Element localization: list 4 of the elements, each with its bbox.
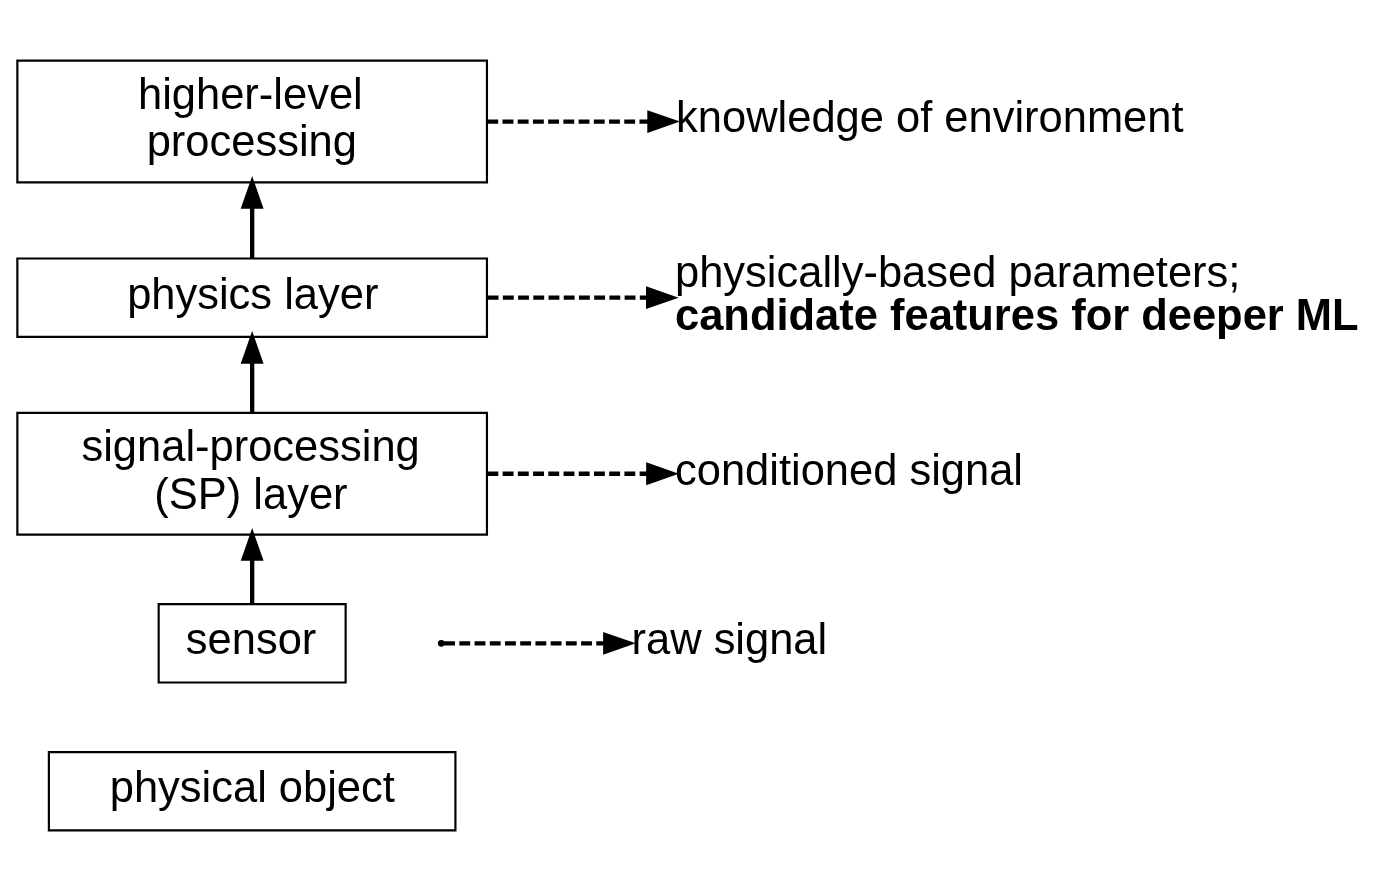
node-text: knowledge of environment — [676, 93, 1184, 142]
node-text: raw signal — [631, 615, 828, 664]
node-text: physically-based parameters; candidate features for deeper ML — [675, 247, 1359, 340]
node-text: conditioned signal — [675, 445, 1024, 494]
